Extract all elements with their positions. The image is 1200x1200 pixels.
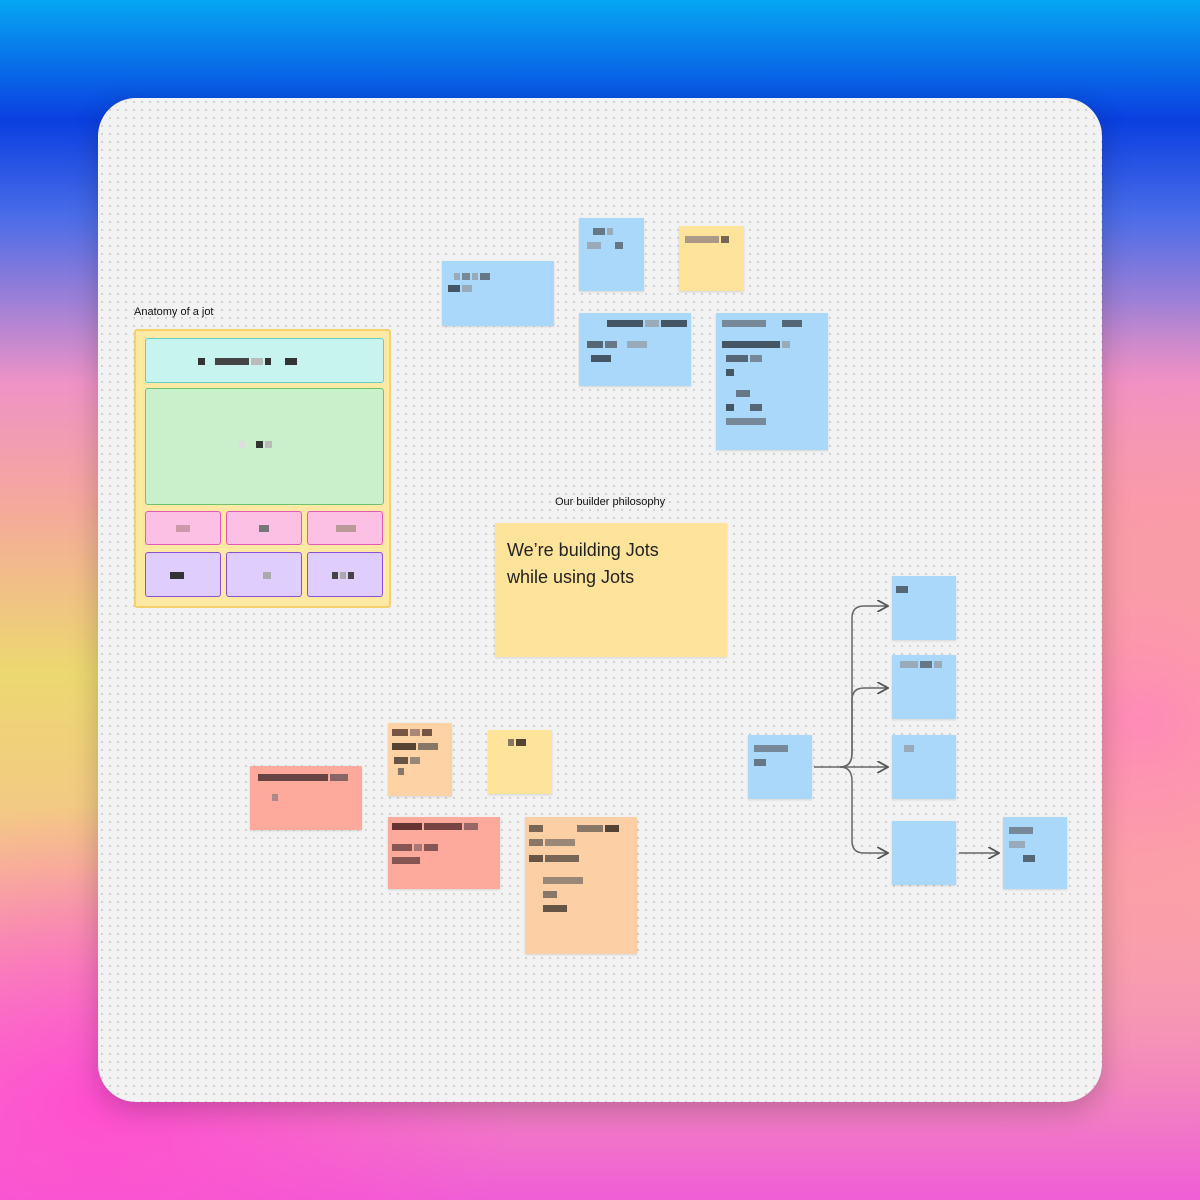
anatomy-action-block-2[interactable] [226,552,302,597]
philosophy-note[interactable]: We’re building Jots while using Jots [495,523,727,657]
anatomy-action-block-3[interactable] [307,552,383,597]
sticky-note[interactable] [388,723,452,796]
anatomy-header-block[interactable] [145,338,384,383]
sticky-note[interactable] [579,218,644,291]
anatomy-tag-block-2[interactable] [226,511,302,545]
sticky-note[interactable] [388,817,500,889]
sticky-note[interactable] [579,313,691,386]
anatomy-title: Anatomy of a jot [134,306,214,318]
sticky-note[interactable] [716,313,828,450]
flow-connectors [814,98,1102,1102]
sticky-note[interactable] [250,766,362,830]
sticky-note[interactable] [525,817,637,954]
flow-target-note-1[interactable] [892,576,956,640]
flow-next-note[interactable] [1003,817,1067,889]
canvas-board[interactable]: Anatomy of a jot Our [98,98,1102,1102]
anatomy-tag-block-1[interactable] [145,511,221,545]
anatomy-action-block-1[interactable] [145,552,221,597]
flow-target-note-4[interactable] [892,821,956,885]
sticky-note[interactable] [679,226,744,291]
flow-target-note-3[interactable] [892,735,956,799]
anatomy-body-block[interactable] [145,388,384,505]
anatomy-frame[interactable] [134,329,391,608]
sticky-note[interactable] [488,730,552,794]
sticky-note[interactable] [442,261,554,326]
anatomy-tag-block-3[interactable] [307,511,383,545]
flow-source-note[interactable] [748,735,812,799]
philosophy-note-text: We’re building Jots while using Jots [507,540,659,587]
philosophy-title: Our builder philosophy [555,496,666,508]
flow-target-note-2[interactable] [892,655,956,719]
